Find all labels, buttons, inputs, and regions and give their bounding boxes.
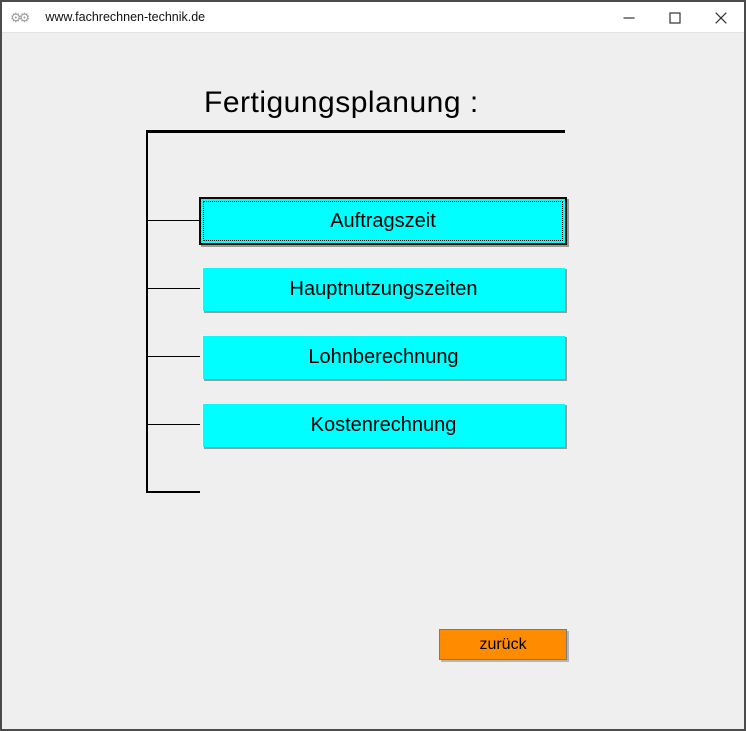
gears-icon: ⚙⚙ <box>10 9 30 25</box>
tree-branch-4 <box>148 424 200 425</box>
maximize-icon <box>669 11 681 24</box>
page-title: Fertigungsplanung : <box>204 86 479 119</box>
tree-branch-3 <box>148 356 200 357</box>
close-button[interactable] <box>698 2 744 33</box>
window-controls <box>606 2 744 33</box>
menu-button-auftragszeit[interactable]: Auftragszeit <box>199 197 567 245</box>
tree-line-bottom <box>148 491 200 493</box>
window-title: www.fachrechnen-technik.de <box>45 10 206 24</box>
menu-button-hauptnutzungszeiten[interactable]: Hauptnutzungszeiten <box>202 267 565 311</box>
maximize-button[interactable] <box>652 2 698 33</box>
tree-line-trunk <box>146 130 148 493</box>
back-button[interactable]: zurück <box>439 629 567 660</box>
menu-button-lohnberechnung[interactable]: Lohnberechnung <box>202 335 565 379</box>
minimize-button[interactable] <box>606 2 652 33</box>
tree-branch-1 <box>148 220 200 221</box>
tree-branch-2 <box>148 288 200 289</box>
titlebar: ⚙⚙ www.fachrechnen-technik.de <box>2 2 744 33</box>
close-icon <box>715 11 727 24</box>
menu-button-kostenrechnung[interactable]: Kostenrechnung <box>202 403 565 447</box>
tree-line-top <box>146 130 565 133</box>
minimize-icon <box>623 16 635 19</box>
